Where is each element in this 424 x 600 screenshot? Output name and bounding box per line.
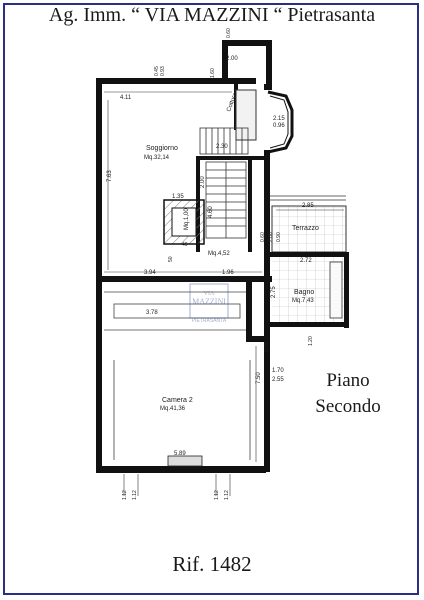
dim-394: 3.94 xyxy=(144,270,156,276)
dim-060b: 0.60 xyxy=(260,232,266,242)
dim-750: 7.50 xyxy=(256,372,262,384)
dim-215: 2.15 xyxy=(273,116,285,122)
wardrobe xyxy=(167,455,203,467)
dim-160: 1.60 xyxy=(210,68,216,78)
reference-number: Rif. 1482 xyxy=(172,552,252,576)
camera-name: Camera 2 xyxy=(162,397,193,404)
dim-060: 0.60 xyxy=(226,28,232,38)
mid-wall xyxy=(96,276,272,282)
floor-label: Piano Secondo xyxy=(300,368,396,420)
dim-120: 1.20 xyxy=(308,336,314,346)
dim-411: 4.11 xyxy=(120,95,132,101)
camera-area: Mq.41,36 xyxy=(160,406,186,412)
terrazzo-name: Terrazzo xyxy=(292,225,319,232)
dim-112-c: 1.12 xyxy=(214,490,220,500)
dim-112-a: 1.12 xyxy=(122,490,128,500)
soggiorno-name: Soggiorno xyxy=(146,145,178,152)
terrace-rails xyxy=(270,195,346,201)
dim-200c: 2.00 xyxy=(268,232,274,242)
bagno-area: Mq.7,43 xyxy=(292,298,314,304)
loft-outline xyxy=(104,291,251,460)
dim-112-d: 1.12 xyxy=(224,490,230,500)
terrace-area xyxy=(271,205,347,253)
bay-window xyxy=(267,90,294,154)
upper-walls xyxy=(96,40,272,280)
watermark-line2: MAZZINI xyxy=(192,297,226,306)
stair-area: Mq.4,52 xyxy=(208,251,230,257)
dim-093: 0.93 xyxy=(160,66,166,76)
bathroom-walls xyxy=(264,252,349,342)
bagno-name: Bagno xyxy=(294,289,314,296)
dim-255: 2.55 xyxy=(272,377,284,383)
dim-040: 40 xyxy=(182,242,188,248)
kitchen-counter xyxy=(235,89,257,141)
dim-096: 0.96 xyxy=(273,123,285,129)
watermark-line1: VIA xyxy=(204,291,215,297)
wc-area: Mq.1,00 xyxy=(184,208,190,230)
dim-460: 4.60 xyxy=(208,206,214,218)
watermark-line3: PIETRASANTA xyxy=(192,318,227,324)
dim-090: 0.90 xyxy=(276,232,282,242)
dim-045: 0.45 xyxy=(154,66,160,76)
dim-589: 5.89 xyxy=(174,451,186,457)
dim-763: 7.63 xyxy=(107,170,113,182)
page-border xyxy=(3,3,419,595)
dim-230: 2.30 xyxy=(216,144,228,150)
dim-050: 50 xyxy=(168,256,174,262)
soggiorno-area: Mq.32,14 xyxy=(144,155,170,161)
dim-200-top: 2.00 xyxy=(226,56,238,62)
dim-275: 2.75 xyxy=(271,286,277,298)
watermark: VIA MAZZINI PIETRASANTA xyxy=(189,283,229,324)
floor-label-line2: Secondo xyxy=(315,396,381,417)
dim-285: 2.85 xyxy=(302,203,314,209)
wc-walls xyxy=(163,199,205,245)
dim-112-b: 1.12 xyxy=(132,490,138,500)
agency-title: Ag. Imm. “ VIA MAZZINI “ Pietrasanta xyxy=(48,4,376,26)
dim-196: 1.96 xyxy=(222,270,234,276)
lower-walls xyxy=(96,282,270,473)
dim-135: 1.35 xyxy=(172,194,184,200)
dim-272: 2.72 xyxy=(300,258,312,264)
floor-label-line1: Piano xyxy=(326,370,370,391)
dim-200-mid: 2.00 xyxy=(200,176,206,188)
dim-170: 1.70 xyxy=(272,368,284,374)
dim-075: 0.75 xyxy=(264,342,270,352)
dimension-lines xyxy=(104,91,344,496)
bathtub xyxy=(329,261,343,319)
staircase xyxy=(199,127,249,239)
dim-378: 3.78 xyxy=(146,310,158,316)
